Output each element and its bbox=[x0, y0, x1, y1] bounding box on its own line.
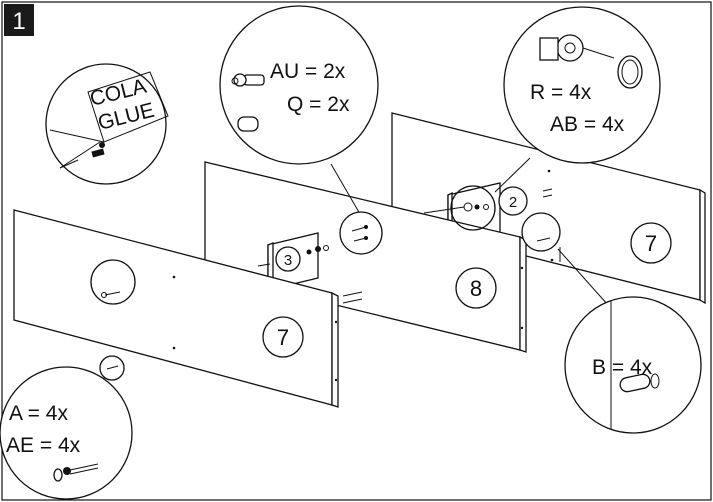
b-quantity: B = 4x bbox=[592, 356, 653, 379]
hole-detail-circle bbox=[90, 259, 136, 305]
bolt-detail-circle bbox=[339, 211, 383, 255]
part-number-label: 2 bbox=[509, 194, 517, 211]
part-number-circle bbox=[262, 316, 304, 358]
au-quantity: AU = 2x bbox=[270, 60, 346, 83]
part-number-label: 7 bbox=[645, 231, 657, 256]
part-number-circle bbox=[498, 186, 528, 216]
part-number-circle bbox=[455, 267, 497, 309]
au-q-callout: AU = 2x Q = 2x bbox=[219, 5, 379, 215]
ae-quantity: AE = 4x bbox=[6, 434, 81, 457]
glue-callout: COLA GLUE bbox=[45, 63, 169, 185]
dowel-detail-circle bbox=[521, 212, 561, 252]
b-callout: B = 4x bbox=[564, 296, 702, 434]
cam-detail-circle bbox=[450, 185, 496, 231]
a-quantity: A = 4x bbox=[9, 402, 68, 425]
part-number-label: 8 bbox=[470, 276, 482, 301]
part-number-circle bbox=[630, 222, 672, 264]
r-ab-callout: R = 4x AB = 4x bbox=[494, 6, 661, 193]
left-panel: 7 bbox=[13, 209, 339, 408]
ab-quantity: AB = 4x bbox=[550, 113, 625, 136]
a-ae-callout: A = 4x AE = 4x bbox=[0, 355, 133, 500]
part-number-circle bbox=[275, 246, 301, 272]
step-number: 1 bbox=[12, 8, 25, 35]
step-badge: 1 bbox=[4, 4, 34, 36]
part-number-label: 3 bbox=[284, 252, 292, 269]
r-quantity: R = 4x bbox=[530, 81, 592, 104]
q-quantity: Q = 2x bbox=[287, 93, 350, 116]
part-number-label: 7 bbox=[277, 325, 289, 350]
